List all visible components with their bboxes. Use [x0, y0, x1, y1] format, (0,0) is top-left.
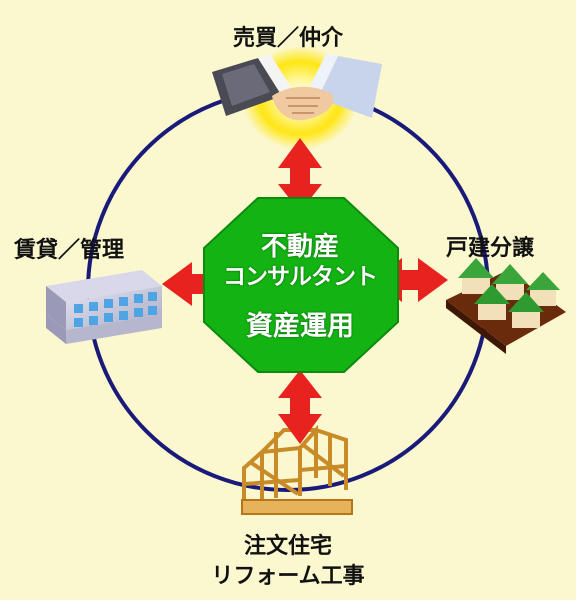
label-rental-management: 賃貸／管理 [14, 238, 125, 263]
center-title-asset-management: 資産運用 [246, 311, 354, 342]
center-octagon [203, 197, 399, 373]
label-sales-brokerage: 売買／仲介 [232, 26, 343, 51]
apartment-building-icon [46, 270, 162, 344]
center-title-consultant: コンサルタント [223, 264, 378, 290]
arrow-top [278, 138, 322, 212]
houses-icon [446, 258, 566, 354]
wooden-house-frame-icon [241, 424, 353, 515]
label-detached-house-sales: 戸建分譲 [446, 236, 535, 261]
arrow-bottom [278, 370, 322, 444]
center-title-real-estate: 不動産 [260, 232, 339, 262]
label-custom-homes: 注文住宅 [243, 534, 332, 559]
label-renovation-work: リフォーム工事 [211, 564, 365, 589]
handshake-icon [212, 46, 382, 150]
